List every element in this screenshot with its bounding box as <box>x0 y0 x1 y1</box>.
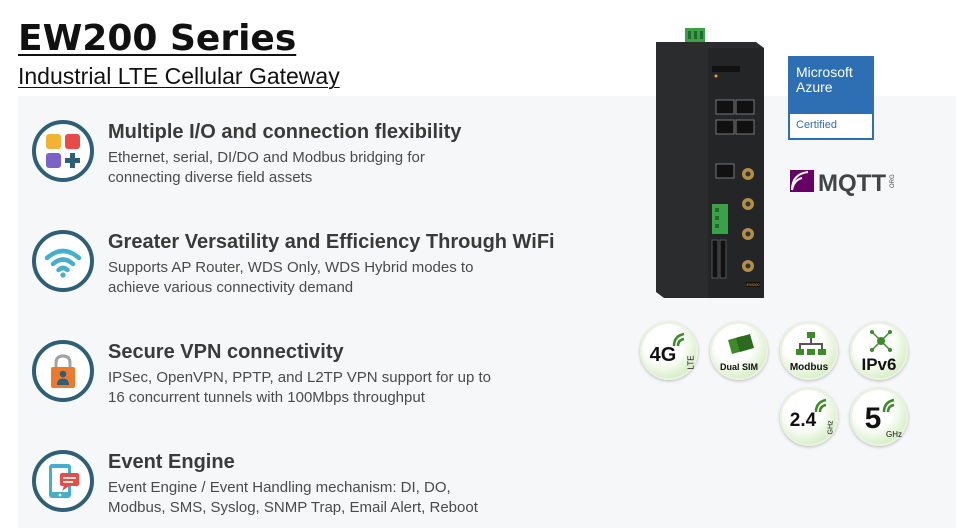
badge-modbus-label: Modbus <box>789 362 829 373</box>
network-node-icon <box>870 330 892 352</box>
azure-certified-logo: Microsoft Azure Certified <box>788 56 874 140</box>
feature-description-line: Ethernet, serial, DI/DO and Modbus bridg… <box>108 149 425 166</box>
header: EW200 Series Industrial LTE Cellular Gat… <box>0 0 956 96</box>
page-title: EW200 Series <box>18 18 297 59</box>
azure-certified-label: Certified <box>796 119 837 131</box>
feature-description-line: 16 concurrent tunnels with 100Mbps throu… <box>108 389 425 406</box>
badge-ipv6-label: IPv6 <box>861 355 897 374</box>
signal-icon <box>672 332 685 347</box>
wifi-icon <box>32 230 94 292</box>
feature-description: Supports AP Router, WDS Only, WDS Hybrid… <box>108 258 548 298</box>
network-tree-icon <box>796 332 826 355</box>
azure-logo-line: Microsoft <box>796 64 853 80</box>
badge-5ghz: 5 GHz <box>850 388 908 446</box>
page-subtitle: Industrial LTE Cellular Gateway <box>18 63 340 89</box>
tablet-chat-icon <box>32 450 94 512</box>
badge-2-4ghz: 2.4 GHz <box>780 388 838 446</box>
content-panel <box>18 96 956 528</box>
feature-title: Secure VPN connectivity <box>108 341 344 363</box>
badge-4g-lte: 4G LTE <box>640 322 698 380</box>
feature-io-flexibility: Multiple I/O and connection flexibility … <box>32 120 632 190</box>
signal-icon <box>882 398 895 413</box>
badge-ipv6: IPv6 <box>850 322 908 380</box>
feature-description: Ethernet, serial, DI/DO and Modbus bridg… <box>108 148 548 188</box>
device-model-label: EW200 <box>746 282 760 287</box>
badge-lte-sublabel: LTE <box>686 355 696 370</box>
feature-title: Multiple I/O and connection flexibility <box>108 121 462 143</box>
badge-modbus: Modbus <box>780 322 838 380</box>
feature-wifi: Greater Versatility and Efficiency Throu… <box>32 230 632 300</box>
feature-event-engine: Event Engine Event Engine / Event Handli… <box>32 450 632 520</box>
badge-ghz-sublabel: GHz <box>886 430 902 439</box>
signal-icon <box>814 398 827 413</box>
feature-description-line: IPSec, OpenVPN, PPTP, and L2TP VPN suppo… <box>108 369 491 386</box>
mqtt-logo: MQTT ORG <box>790 170 896 196</box>
badge-dual-sim: Dual SIM <box>710 322 768 380</box>
badge-dual-sim-label: Dual SIM <box>719 362 758 372</box>
feature-description: IPSec, OpenVPN, PPTP, and L2TP VPN suppo… <box>108 368 548 408</box>
badge-5-label: 5 <box>864 402 882 435</box>
padlock-user-icon <box>32 340 94 402</box>
azure-logo-line: Azure <box>796 79 833 95</box>
feature-description: Event Engine / Event Handling mechanism:… <box>108 478 548 518</box>
feature-vpn: Secure VPN connectivity IPSec, OpenVPN, … <box>32 340 632 410</box>
azure-certified-strip: Certified <box>790 114 872 138</box>
mqtt-logo-suffix: ORG <box>890 174 896 188</box>
badge-ghz-sublabel: GHz <box>827 420 835 435</box>
badge-2-4-label: 2.4 <box>789 410 817 431</box>
badge-4g-label: 4G <box>649 344 677 366</box>
feature-description-line: Event Engine / Event Handling mechanism:… <box>108 479 451 496</box>
gateway-device-image: EW200 <box>656 28 764 298</box>
app-grid-plus-icon <box>32 120 94 182</box>
sim-card-icon <box>728 334 754 354</box>
feature-description-line: Modbus, SMS, Syslog, SNMP Trap, Email Al… <box>108 499 478 516</box>
feature-description-line: connecting diverse field assets <box>108 169 313 186</box>
feature-description-line: achieve various connectivity demand <box>108 279 354 296</box>
mqtt-logo-text: MQTT <box>818 170 886 196</box>
feature-title: Event Engine <box>108 451 235 473</box>
feature-description-line: Supports AP Router, WDS Only, WDS Hybrid… <box>108 259 474 276</box>
feature-title: Greater Versatility and Efficiency Throu… <box>108 231 555 253</box>
